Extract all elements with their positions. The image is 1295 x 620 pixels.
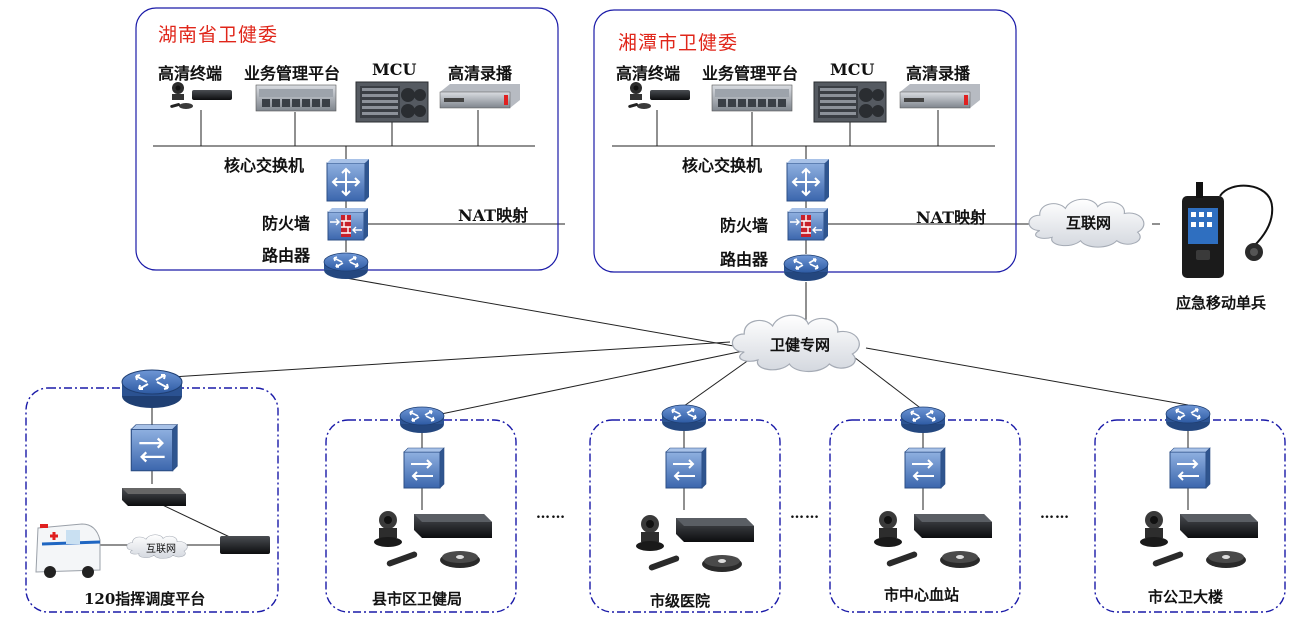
city-device-label-recorder: 高清录播: [906, 64, 971, 83]
city-nat-label: NAT映射: [916, 208, 987, 227]
city-server-icon: [711, 84, 793, 112]
site1-router-icon: [121, 369, 183, 409]
city-recorder-icon: [899, 83, 981, 109]
provincial-recorder-icon: [439, 83, 521, 109]
provincial-firewall-label: 防火墙: [262, 214, 311, 233]
site5-label: 市公卫大楼: [1148, 588, 1224, 606]
site2-terminal-icon: [374, 511, 492, 568]
ambulance-icon: [35, 523, 101, 578]
provincial-firewall-icon: [327, 207, 369, 241]
provincial-device-label-platform: 业务管理平台: [244, 64, 341, 83]
city-mcu-icon: [813, 81, 887, 123]
mobile-unit-icon: [1182, 182, 1274, 278]
provincial-hd-terminal-icon: [169, 82, 232, 109]
city-device-label-platform: 业务管理平台: [702, 64, 799, 83]
provincial-server-icon: [255, 84, 337, 112]
city-title: 湘潭市卫健委: [618, 32, 739, 54]
city-firewall-label: 防火墙: [720, 216, 769, 235]
site-frames: [25, 387, 1286, 613]
city-core-switch-label: 核心交换机: [682, 156, 763, 175]
site4-router-icon: [900, 406, 946, 434]
ellipsis-3: ……: [1040, 506, 1070, 522]
provincial-device-label-recorder: 高清录播: [448, 64, 513, 83]
provincial-title: 湖南省卫健委: [158, 24, 279, 46]
site1-switch-icon: [130, 423, 179, 472]
site1-label: 120指挥调度平台: [84, 590, 206, 608]
site5-switch-icon: [1169, 447, 1211, 489]
site2-switch-icon: [403, 447, 445, 489]
health-network-label: 卫健专网: [770, 336, 831, 354]
city-core-switch-icon: [786, 158, 830, 202]
site4-switch-icon: [904, 447, 946, 489]
site2-label: 县市区卫健局: [372, 590, 463, 608]
city-device-label-terminal: 高清终端: [616, 64, 681, 83]
city-firewall-icon: [787, 207, 829, 241]
site5-router-icon: [1165, 404, 1211, 432]
city-router-label: 路由器: [720, 250, 769, 269]
provincial-core-switch-label: 核心交换机: [224, 156, 305, 175]
network-links: [100, 110, 1189, 546]
ellipsis-1: ……: [536, 506, 566, 522]
site1-device-icon: [220, 536, 270, 554]
ellipsis-2: ……: [790, 506, 820, 522]
site3-switch-icon: [665, 447, 707, 489]
mobile-unit-label: 应急移动单兵: [1176, 294, 1267, 312]
provincial-mcu-icon: [355, 81, 429, 123]
site1-codec-icon: [122, 488, 186, 506]
site5-terminal-icon: [1140, 511, 1258, 568]
site2-router-icon: [399, 406, 445, 434]
provincial-nat-label: NAT映射: [458, 206, 529, 225]
site4-label: 市中心血站: [884, 586, 960, 604]
site3-router-icon: [661, 404, 707, 432]
internet-label: 互联网: [1066, 214, 1112, 232]
site3-terminal-icon: [636, 515, 754, 572]
site3-label: 市级医院: [650, 592, 711, 610]
city-hd-terminal-icon: [627, 82, 690, 109]
provincial-core-switch-icon: [326, 158, 370, 202]
site1-internet-label: 互联网: [146, 544, 176, 555]
city-device-label-mcu: MCU: [830, 60, 875, 79]
provincial-device-label-mcu: MCU: [372, 60, 417, 79]
city-router-icon: [783, 254, 829, 282]
provincial-router-label: 路由器: [262, 246, 311, 265]
site4-terminal-icon: [874, 511, 992, 568]
provincial-router-icon: [323, 252, 369, 280]
provincial-device-label-terminal: 高清终端: [158, 64, 223, 83]
